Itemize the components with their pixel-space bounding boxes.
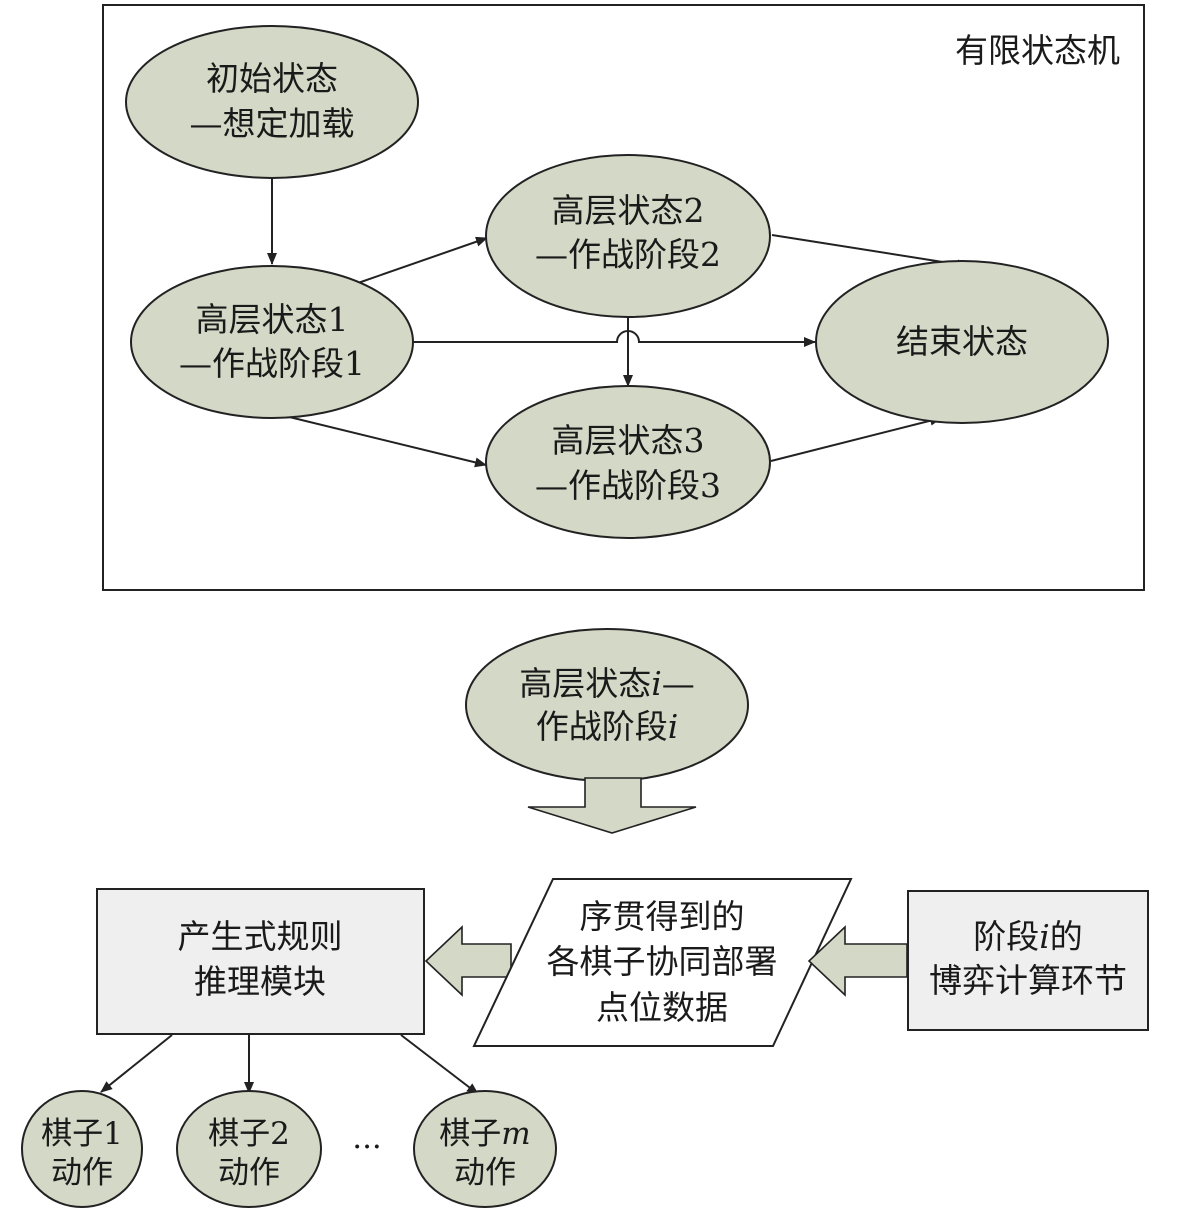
- rule-module-line1: 产生式规则: [178, 917, 343, 956]
- game-calc-box: 阶段i的 博弈计算环节: [907, 890, 1149, 1031]
- big-left-arrow-to-rule-module: [424, 925, 512, 997]
- node-stage-i-line1: 高层状态i—: [519, 664, 695, 703]
- node-high3-line2: —作战阶段3: [535, 466, 721, 505]
- node-stage-i-line2: 作战阶段i: [536, 707, 679, 746]
- fsm-title: 有限状态机: [955, 31, 1120, 70]
- edge-high1-to-high3: [276, 413, 487, 468]
- piece-2-node: 棋子2 动作: [176, 1090, 322, 1208]
- edge-rule-to-piece-m: [400, 1034, 479, 1095]
- node-initial-line2: —想定加载: [190, 104, 355, 143]
- piece-1-line1: 棋子1: [41, 1116, 123, 1152]
- node-stage-i: 高层状态i— 作战阶段i: [465, 628, 749, 782]
- data-block-line1: 序贯得到的: [580, 897, 745, 936]
- piece-1-node: 棋子1 动作: [21, 1090, 143, 1208]
- node-high1-line2: —作战阶段1: [179, 344, 365, 383]
- piece-m-line1: 棋子m: [439, 1116, 530, 1152]
- deployment-data-block: 序贯得到的 各棋子协同部署 点位数据: [472, 878, 853, 1047]
- node-high-state-2: 高层状态2 —作战阶段2: [485, 154, 771, 318]
- rule-module-line2: 推理模块: [194, 962, 326, 1001]
- edge-high1-to-high2: [357, 236, 488, 284]
- big-left-arrow-to-data-block: [807, 925, 908, 997]
- node-initial-line1: 初始状态: [206, 59, 338, 98]
- piece-2-line2: 动作: [218, 1155, 280, 1191]
- edge-rule-to-piece-1: [100, 1034, 173, 1093]
- node-high2-line1: 高层状态2: [552, 191, 705, 230]
- node-high-state-3: 高层状态3 —作战阶段3: [485, 385, 771, 539]
- piece-1-line2: 动作: [51, 1155, 113, 1191]
- node-high3-line1: 高层状态3: [552, 421, 705, 460]
- node-initial-state: 初始状态 —想定加载: [125, 25, 419, 179]
- node-high-state-1: 高层状态1 —作战阶段1: [130, 265, 414, 419]
- node-high1-line1: 高层状态1: [196, 300, 349, 339]
- piece-m-line2: 动作: [454, 1155, 516, 1191]
- game-calc-line2: 博弈计算环节: [929, 961, 1127, 1000]
- edge-high1-to-end: [414, 330, 816, 347]
- big-down-arrow: [527, 777, 697, 834]
- fsm-frame: [102, 4, 1145, 591]
- node-end-state: 结束状态: [815, 260, 1109, 424]
- data-block-line2: 各棋子协同部署: [547, 942, 778, 981]
- piece-m-node: 棋子m 动作: [413, 1090, 557, 1208]
- pieces-ellipsis: ...: [352, 1120, 382, 1156]
- data-block-line3: 点位数据: [596, 988, 728, 1027]
- piece-2-line1: 棋子2: [208, 1116, 290, 1152]
- edge-high2-to-end: [771, 234, 969, 270]
- node-high2-line2: —作战阶段2: [535, 235, 721, 274]
- game-calc-line1: 阶段i的: [973, 917, 1083, 956]
- edge-high3-to-end: [770, 415, 942, 462]
- rule-module-box: 产生式规则 推理模块: [96, 888, 425, 1035]
- node-end-label: 结束状态: [896, 322, 1028, 361]
